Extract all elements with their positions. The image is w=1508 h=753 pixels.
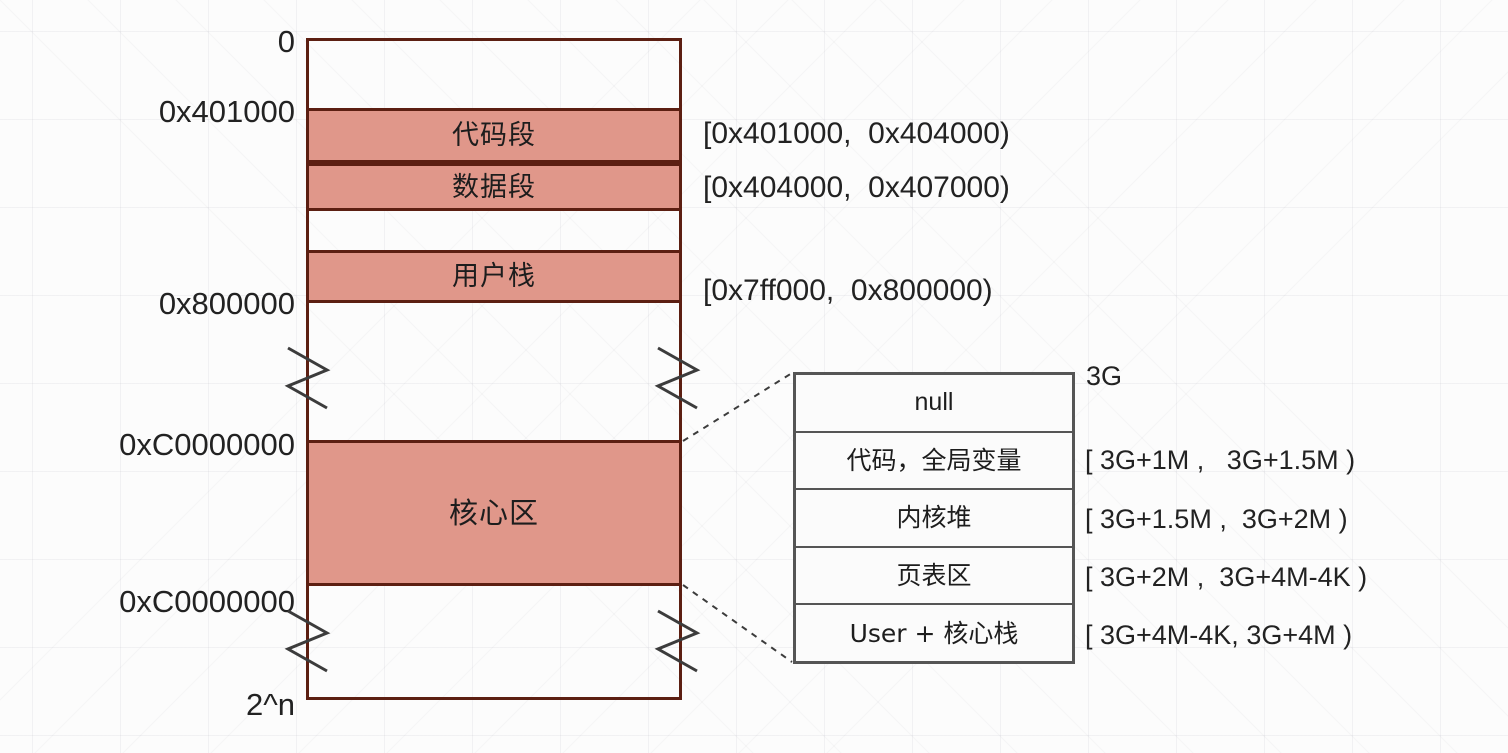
- segment-kernel-label: 核心区: [448, 495, 539, 530]
- detail-range-user-kernel-stack: [ 3G+4M-4K, 3G+4M ): [1085, 620, 1353, 650]
- segment-user-stack-label: 用户栈: [452, 261, 536, 292]
- detail-table-top-address-label: 3G: [1086, 361, 1123, 391]
- detail-row-user-kernel-stack-label: User + 核心栈: [849, 618, 1019, 648]
- address-label-2-pow-n: 2^n: [245, 687, 295, 722]
- address-label-0: 0: [277, 24, 295, 59]
- break-mark-upper-right: [654, 346, 701, 410]
- detail-row-code-globals-label: 代码，全局变量: [846, 445, 1022, 475]
- detail-row-null-label: null: [914, 388, 954, 417]
- range-data-segment: [0x404000, 0x407000): [703, 171, 1010, 204]
- address-label-0x401000: 0x401000: [158, 94, 295, 129]
- segment-user-stack[interactable]: 用户栈: [309, 250, 679, 303]
- detail-row-kernel-heap-label: 内核堆: [896, 503, 972, 533]
- address-label-kernel-end: 0xC0000000: [119, 584, 295, 619]
- detail-range-kernel-heap: [ 3G+1.5M , 3G+2M ): [1085, 504, 1348, 534]
- detail-row-page-table-label: 页表区: [896, 561, 972, 591]
- address-label-0x800000: 0x800000: [158, 286, 295, 321]
- break-mark-lower-left: [284, 609, 331, 673]
- detail-range-page-table: [ 3G+2M , 3G+4M-4K ): [1085, 562, 1368, 592]
- detail-row-user-kernel-stack[interactable]: User + 核心栈: [796, 605, 1072, 661]
- segment-data[interactable]: 数据段: [309, 163, 679, 211]
- connector-bottom: [682, 584, 793, 663]
- detail-range-code-globals: [ 3G+1M , 3G+1.5M ): [1085, 445, 1356, 475]
- segment-data-label: 数据段: [452, 171, 536, 203]
- range-code-segment: [0x401000, 0x404000): [703, 117, 1010, 150]
- detail-row-kernel-heap[interactable]: 内核堆: [796, 490, 1072, 548]
- break-mark-upper-left: [284, 346, 331, 410]
- segment-code-label: 代码段: [452, 120, 536, 151]
- segment-code[interactable]: 代码段: [309, 108, 679, 163]
- detail-row-null[interactable]: null: [796, 375, 1072, 433]
- connector-top: [682, 372, 793, 442]
- segment-kernel[interactable]: 核心区: [309, 440, 679, 586]
- memory-column-top-edge: [306, 38, 682, 41]
- memory-column-bottom-edge: [306, 697, 682, 700]
- range-user-stack: [0x7ff000, 0x800000): [703, 274, 993, 307]
- detail-row-page-table[interactable]: 页表区: [796, 548, 1072, 606]
- address-label-kernel-start: 0xC0000000: [119, 427, 295, 462]
- detail-row-code-globals[interactable]: 代码，全局变量: [796, 433, 1072, 491]
- kernel-detail-table: null 代码，全局变量 内核堆 页表区 User + 核心栈: [793, 372, 1075, 664]
- break-mark-lower-right: [654, 609, 701, 673]
- memory-column-outline: [306, 38, 682, 700]
